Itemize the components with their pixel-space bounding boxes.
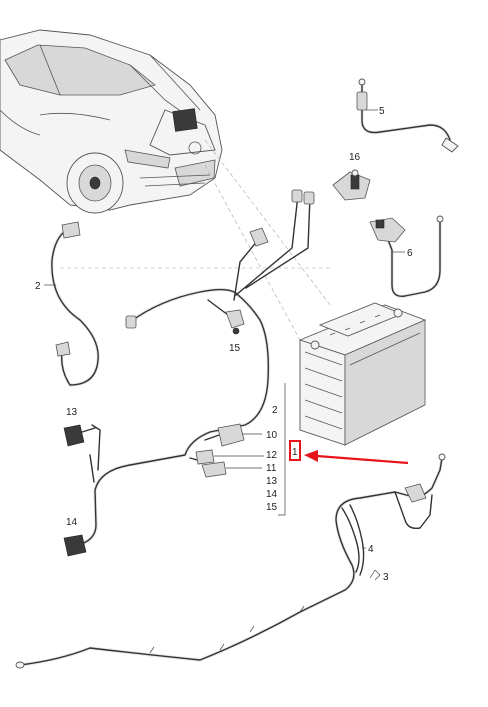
- part-13-module: [63, 424, 96, 447]
- part-14-module: [63, 534, 87, 557]
- battery-position-marker: [172, 108, 198, 132]
- callout-5: 5: [379, 106, 385, 117]
- red-pointer-arrow: [316, 454, 409, 465]
- part-3-4-underbody-cable: [15, 453, 446, 669]
- battery: [298, 302, 427, 446]
- main-harness: [76, 189, 315, 547]
- part-2-left-harness: [50, 221, 100, 387]
- callout-4: 4: [368, 544, 374, 555]
- callout-3: 3: [383, 572, 389, 583]
- callout-1-highlight: [289, 440, 301, 461]
- callout-14-group: 14: [266, 489, 278, 500]
- callout-15-group: 15: [266, 502, 278, 513]
- connectors-10-11-12: [189, 423, 245, 478]
- callout-11: 11: [266, 463, 277, 474]
- callout-13-module: 13: [66, 407, 78, 418]
- car-illustration: [0, 29, 223, 214]
- callout-2-left: 2: [35, 281, 41, 292]
- part-5-ground-strap: [356, 78, 459, 153]
- part-16-terminal: [332, 169, 371, 201]
- callout-6: 6: [407, 248, 413, 259]
- red-arrowhead-icon: [304, 450, 318, 462]
- brand-badge-icon: [188, 141, 202, 155]
- callout-16: 16: [349, 152, 361, 163]
- callout-10: 10: [266, 430, 278, 441]
- callout-12: 12: [266, 450, 278, 461]
- battery-terminal-icon: [310, 340, 320, 350]
- callout-2-group: 2: [272, 405, 278, 416]
- callout-13-group: 13: [266, 476, 278, 487]
- grille-icon: [174, 159, 216, 187]
- part-6-positive-cable: [369, 215, 444, 298]
- callout-1: 1: [292, 447, 298, 458]
- part-15-bracket: [207, 299, 245, 335]
- projection-lines: [60, 139, 331, 341]
- headlight-icon: [124, 149, 171, 169]
- callout-15-bracket: 15: [229, 343, 241, 354]
- callout-14-module: 14: [66, 517, 78, 528]
